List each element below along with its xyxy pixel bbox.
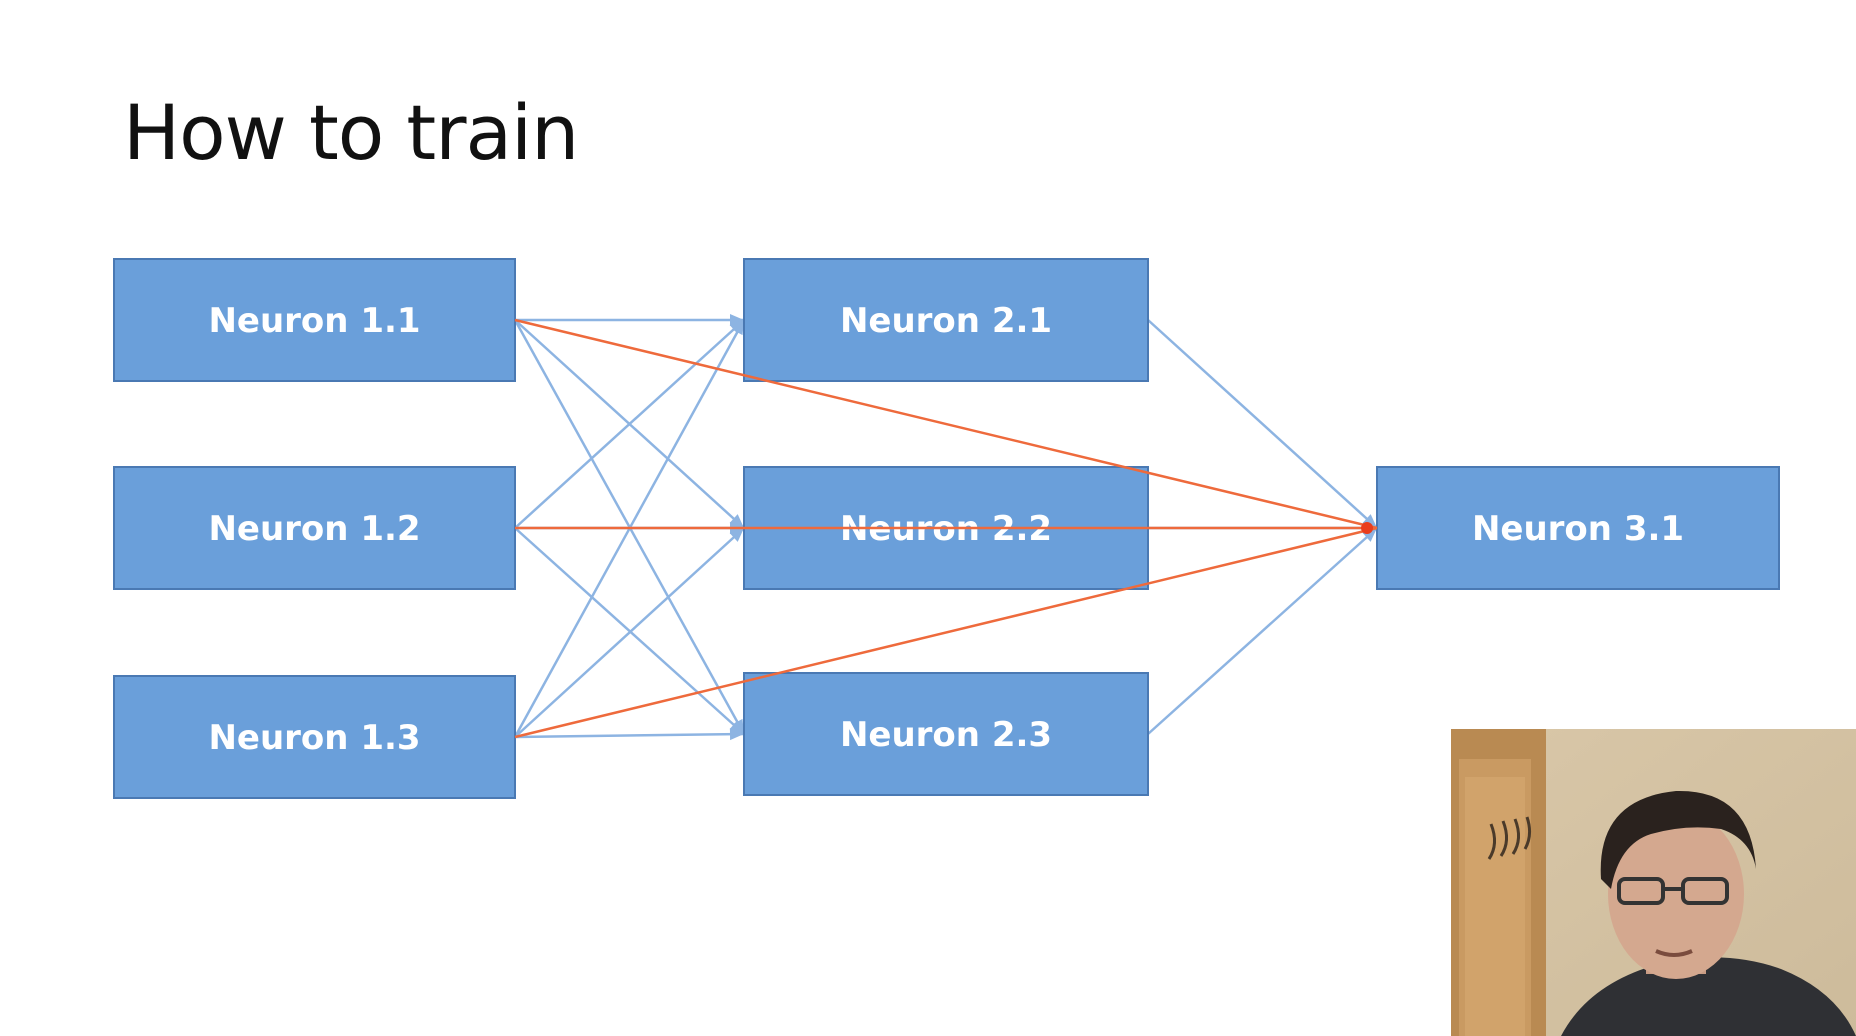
neuron-label: Neuron 2.1 xyxy=(840,301,1052,341)
neuron-label: Neuron 3.1 xyxy=(1472,509,1684,549)
edge-n23-n31 xyxy=(1147,527,1378,735)
presenter-webcam xyxy=(1451,729,1856,1036)
neuron-n21: Neuron 2.1 xyxy=(743,258,1149,382)
webcam-presenter-video-icon xyxy=(1451,729,1856,1036)
slide-title: How to train xyxy=(123,88,579,177)
arrowhead-n23-n31 xyxy=(1362,528,1377,542)
arrowhead-n13-n22 xyxy=(729,528,744,542)
arrowhead-n13-n23 xyxy=(729,728,744,741)
neuron-n13: Neuron 1.3 xyxy=(113,675,516,799)
edge-n13-n23 xyxy=(514,732,745,739)
neuron-box xyxy=(113,675,516,799)
highlighted-edge-n11-n31 xyxy=(514,318,1378,530)
neuron-box xyxy=(113,466,516,590)
neuron-box xyxy=(1376,466,1780,590)
highlight-target-dot xyxy=(1361,522,1373,534)
neuron-box xyxy=(113,258,516,382)
highlighted-edge-n13-n31 xyxy=(514,526,1378,739)
neuron-n31: Neuron 3.1 xyxy=(1376,466,1780,590)
neuron-box xyxy=(743,258,1149,382)
neuron-label: Neuron 1.3 xyxy=(208,718,420,758)
edge-n21-n31 xyxy=(1147,319,1378,529)
arrowhead-n11-n21 xyxy=(730,314,744,326)
neuron-label: Neuron 2.3 xyxy=(840,715,1052,755)
neuron-box xyxy=(743,672,1149,796)
neuron-label: Neuron 1.1 xyxy=(208,301,420,341)
edge-n12-n21 xyxy=(514,319,745,529)
highlighted-connections xyxy=(514,318,1378,739)
neuron-n23: Neuron 2.3 xyxy=(743,672,1149,796)
arrowhead-n12-n23 xyxy=(729,720,744,734)
neuron-label: Neuron 1.2 xyxy=(208,509,420,549)
arrowhead-n11-n22 xyxy=(729,514,744,528)
edge-n13-n22 xyxy=(514,527,745,738)
neuron-n12: Neuron 1.2 xyxy=(113,466,516,590)
arrowhead-n21-n31 xyxy=(1362,514,1377,528)
arrowhead-n13-n21 xyxy=(732,320,744,336)
neuron-n11: Neuron 1.1 xyxy=(113,258,516,382)
